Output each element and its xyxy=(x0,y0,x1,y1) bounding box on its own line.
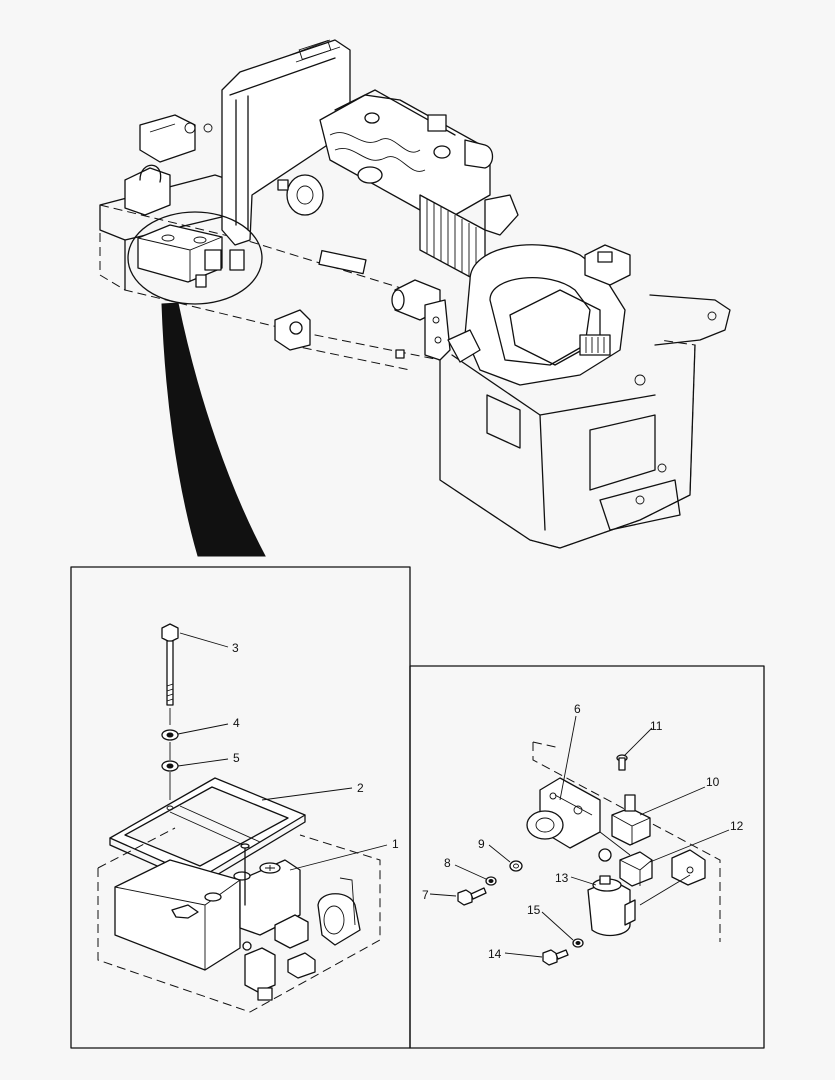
bolt-part-3 xyxy=(161,623,179,706)
bolt-part-7 xyxy=(457,887,487,906)
bracket-part-10 xyxy=(611,794,651,846)
callout-11: 11 xyxy=(650,719,663,733)
relay-part-6 xyxy=(526,777,601,849)
callout-14: 14 xyxy=(488,947,502,961)
callout-8: 8 xyxy=(444,856,451,870)
callout-4: 4 xyxy=(233,716,240,730)
leader-lines xyxy=(177,632,730,958)
callout-13: 13 xyxy=(555,871,569,885)
detail-pointer xyxy=(161,302,266,557)
battery-part-1 xyxy=(114,843,301,971)
detail-panel-battery xyxy=(70,566,411,1049)
callout-10: 10 xyxy=(706,775,720,789)
callout-2: 2 xyxy=(357,781,364,795)
callout-numbers: 1 2 3 4 5 6 7 8 9 10 11 12 13 14 15 xyxy=(232,641,744,961)
washer-part-9 xyxy=(509,860,523,872)
relay-part-12 xyxy=(598,848,653,887)
callout-3: 3 xyxy=(232,641,239,655)
screw-part-11 xyxy=(616,754,628,771)
callout-7: 7 xyxy=(422,888,429,902)
callout-9: 9 xyxy=(478,837,485,851)
callout-15: 15 xyxy=(527,903,541,917)
solenoid-part-13 xyxy=(587,875,636,937)
machine-overview xyxy=(99,39,731,557)
battery-detail-mini xyxy=(137,224,245,288)
bolt-part-14 xyxy=(542,949,569,966)
detail-panel-relay xyxy=(409,665,765,1049)
callout-12: 12 xyxy=(730,819,744,833)
callout-5: 5 xyxy=(233,751,240,765)
callout-1: 1 xyxy=(392,837,399,851)
callout-6: 6 xyxy=(574,702,581,716)
